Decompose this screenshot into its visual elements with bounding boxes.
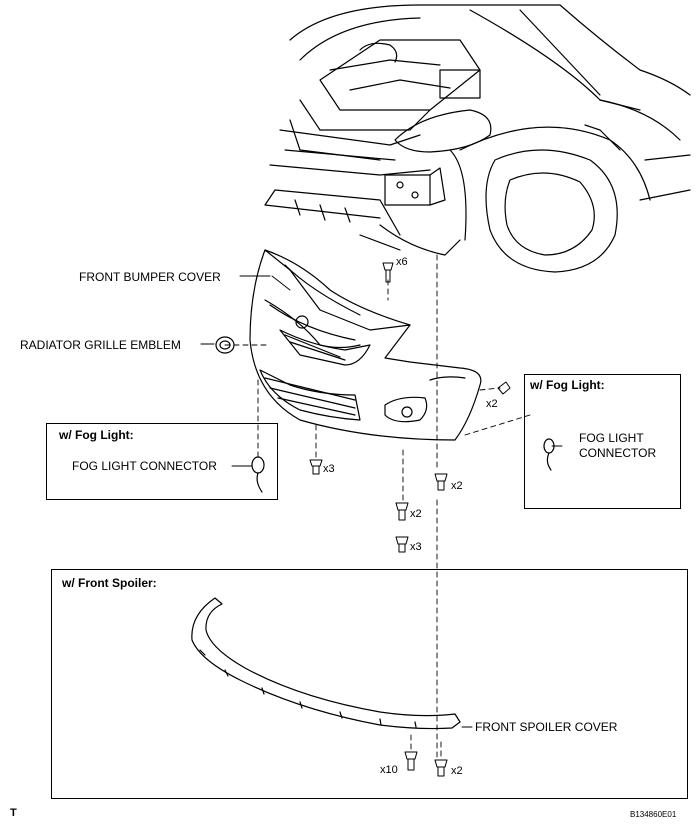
front-bumper-cover-label: FRONT BUMPER COVER xyxy=(79,270,221,284)
fog-light-connector-right-label-line2: CONNECTOR xyxy=(579,446,657,460)
qty-spoiler-clip: x10 xyxy=(380,764,398,776)
fog-light-left-title: w/ Fog Light: xyxy=(59,428,134,442)
qty-screw-right: x2 xyxy=(486,398,498,410)
qty-screw-center: x3 xyxy=(410,541,422,553)
qty-bolt-left: x3 xyxy=(323,463,335,475)
fog-light-connector-left-part xyxy=(251,456,265,493)
fog-light-connector-left-label: FOG LIGHT CONNECTOR xyxy=(72,459,217,473)
fog-light-right-title: w/ Fog Light: xyxy=(530,378,605,392)
figure-code: B134860E01 xyxy=(630,810,677,819)
qty-clip-center: x2 xyxy=(410,508,422,520)
fog-light-right-box xyxy=(524,374,681,509)
fog-light-connector-right-part xyxy=(543,438,555,471)
qty-bolt-right: x2 xyxy=(451,480,463,492)
front-spoiler-box xyxy=(51,569,688,799)
leader-lines xyxy=(200,275,563,728)
qty-clip-top: x6 xyxy=(396,256,408,268)
fog-light-connector-right-label-line1: FOG LIGHT xyxy=(579,431,644,445)
front-spoiler-cover-label: FRONT SPOILER COVER xyxy=(475,720,618,734)
front-bumper-cover-part xyxy=(249,249,482,441)
corner-mark: T xyxy=(10,807,17,819)
qty-spoiler-bolt: x2 xyxy=(451,765,463,777)
front-spoiler-cover-part xyxy=(191,597,461,730)
radiator-grille-emblem-label: RADIATOR GRILLE EMBLEM xyxy=(20,338,181,352)
vehicle-front-body xyxy=(264,4,691,273)
alignment-dashed-lines xyxy=(224,254,531,761)
fog-light-left-box xyxy=(46,423,278,500)
fastener-clips xyxy=(309,262,511,777)
radiator-grille-emblem-part xyxy=(215,336,235,354)
front-spoiler-title: w/ Front Spoiler: xyxy=(62,576,157,590)
